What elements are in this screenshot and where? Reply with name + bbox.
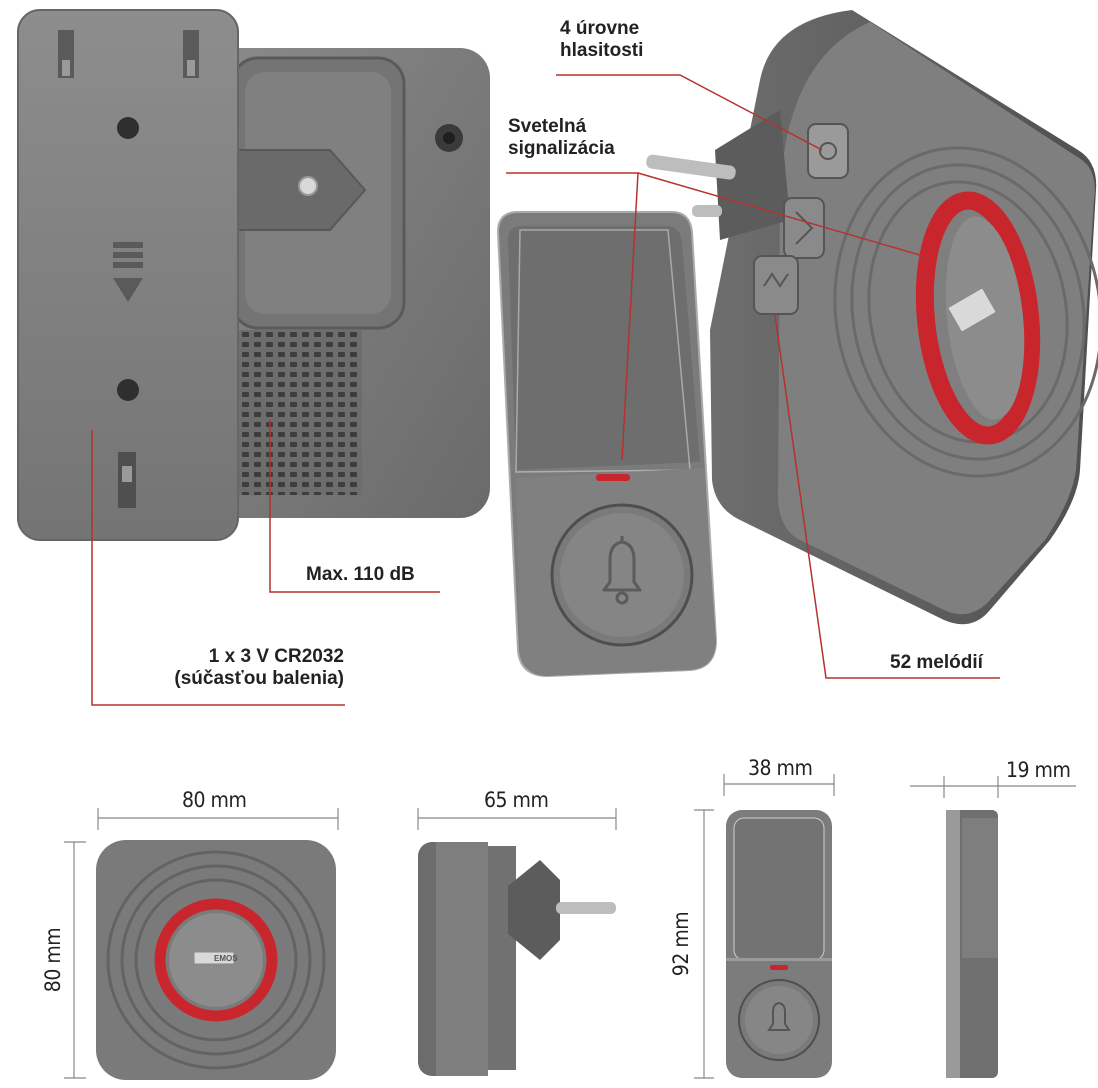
prev-melody-button: [753, 255, 799, 315]
sun-icon: [819, 142, 837, 160]
receiver-side-view: [418, 842, 616, 1076]
volume-label-line1: 4 úrovne: [560, 18, 640, 39]
emos-logo: [193, 951, 235, 965]
plug-pin: [646, 154, 736, 180]
arrow-down-icon: [113, 278, 143, 302]
volume-button: [807, 123, 849, 179]
push-button-perspective: [496, 211, 718, 678]
receiver-back-view: [205, 48, 490, 518]
max-db-label: Max. 110 dB: [306, 564, 415, 585]
next-melody-button: [783, 197, 825, 259]
dimension-lines: [64, 774, 1076, 1079]
led-indicator: [770, 965, 788, 970]
button-side-view: [946, 810, 998, 1078]
plug-pin: [556, 902, 616, 914]
light-label-line2: signalizácia: [508, 138, 615, 159]
red-light-ring: [915, 191, 1041, 445]
battery-label-line2: (súčasťou balenia): [174, 668, 344, 689]
led-indicator: [596, 474, 630, 481]
bell-icon: [767, 1001, 791, 1031]
emos-logo: [946, 287, 998, 333]
callout-lines: [91, 74, 1000, 706]
bell-icon: [602, 536, 642, 605]
battery-label: 1 x 3 V CR2032 (súčasťou balenia): [150, 646, 344, 690]
receiver-width-label: 80 mm: [182, 788, 247, 812]
receiver-depth-label: 65 mm: [484, 788, 549, 812]
receiver-perspective: [646, 10, 1098, 625]
battery-label-line1: 1 x 3 V CR2032: [208, 646, 344, 667]
receiver-front-view: EMOS: [96, 840, 336, 1080]
receiver-height-label: 80 mm: [41, 927, 65, 993]
button-height-label: 92 mm: [669, 911, 693, 977]
volume-label-line2: hlasitosti: [560, 40, 644, 61]
light-signal-label: Svetelná signalizácia: [508, 116, 615, 160]
volume-levels-label: 4 úrovne hlasitosti: [560, 18, 643, 62]
red-light-ring: [154, 898, 278, 1022]
plug-pin: [298, 176, 318, 196]
battery-cover: [17, 9, 239, 541]
light-label-line1: Svetelná: [508, 116, 587, 137]
speaker-grill: [232, 330, 362, 495]
melody-icon: [763, 272, 789, 288]
button-width-label: 38 mm: [748, 756, 813, 780]
button-depth-label: 19 mm: [1006, 758, 1071, 782]
button-front-view: [726, 810, 832, 1078]
emos-logo-text: EMOS: [214, 954, 238, 963]
chevron-right-icon: [795, 211, 814, 245]
melodies-label: 52 melódií: [890, 652, 983, 673]
